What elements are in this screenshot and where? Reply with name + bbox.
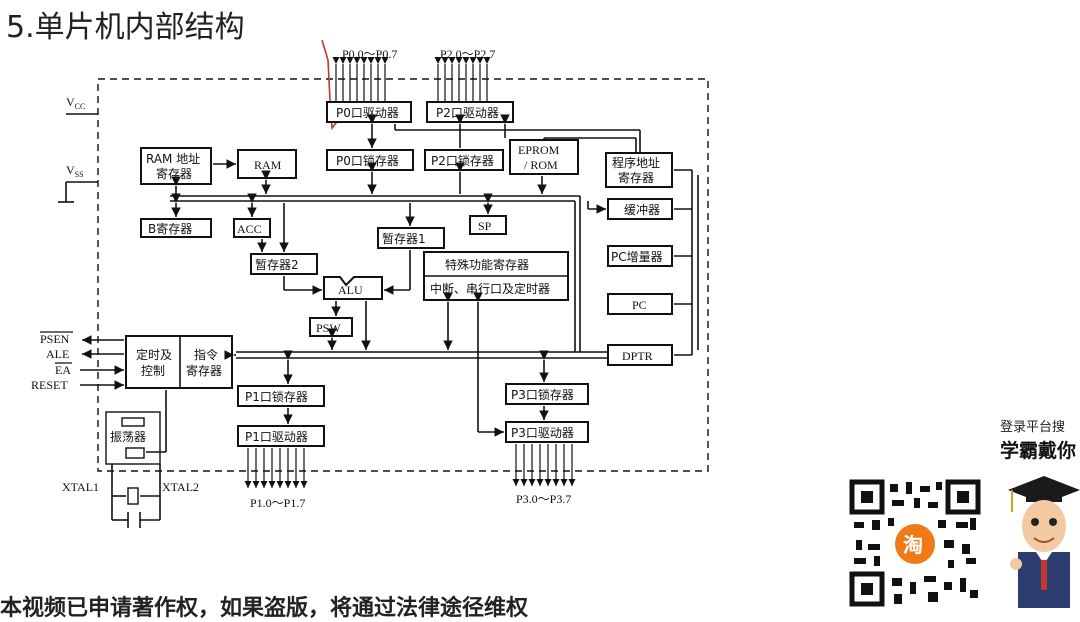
p0-bus-lines <box>332 56 389 102</box>
p0-driver-label: P0口驱动器 <box>336 106 399 120</box>
vss-label: VSS <box>66 163 84 179</box>
p2-latch-label: P2口锁存器 <box>431 153 494 168</box>
p3-bus-lines <box>512 444 576 486</box>
sp-box <box>469 215 507 235</box>
sfr-sub-label: 中断、串行口及定时器 <box>430 281 550 296</box>
page-title: 5.单片机内部结构 <box>6 10 245 45</box>
pc-box <box>607 293 673 315</box>
ale-label: ALE <box>46 347 69 361</box>
watermark-line-2: 学霸戴你 <box>1000 440 1077 462</box>
rom-label: / ROM <box>524 158 558 172</box>
dptr-box <box>607 344 673 366</box>
timing-label-2: 控制 <box>141 364 165 378</box>
acc-label: ACC <box>237 222 262 236</box>
ram-label: RAM <box>254 158 282 172</box>
ram-address-label-1: RAM 地址 <box>146 152 200 166</box>
p1-bus-label: P1.0～P1.7 <box>250 496 305 510</box>
ram-address-label-2: 寄存器 <box>156 166 192 181</box>
instruction-label-1: 指令 <box>194 347 218 362</box>
b-register-box <box>140 218 212 238</box>
watermark-line-1: 登录平台搜 <box>1000 420 1066 435</box>
sp-label: SP <box>478 219 492 233</box>
copyright-notice: 本视频已申请著作权，如果盗版，将通过法律途径维权 <box>0 596 529 621</box>
qr-badge-icon: 淘 <box>903 533 923 557</box>
mascot-graduate-figure <box>1004 468 1080 608</box>
sfr-label: 特殊功能寄存器 <box>445 257 529 272</box>
oscillator-label: 振荡器 <box>110 430 146 444</box>
p1-driver-box <box>237 425 325 447</box>
ea-label: EA <box>55 363 71 377</box>
pc-label: PC <box>632 298 647 312</box>
eprom-label: EPROM <box>518 143 560 157</box>
p3-latch-label: P3口锁存器 <box>511 387 574 402</box>
red-annotation <box>321 39 341 131</box>
program-address-label-2: 寄存器 <box>618 170 654 185</box>
p1-bus-lines <box>244 448 308 488</box>
p2-bus-label: P2.0～P2.7 <box>440 47 495 61</box>
p3-bus-label: P3.0～P3.7 <box>516 492 571 506</box>
p3-latch-box <box>505 383 589 405</box>
p0-bus-label: P0.0～P0.7 <box>342 47 397 61</box>
acc-box <box>233 218 271 238</box>
p2-driver-label: P2口驱动器 <box>436 106 499 120</box>
xtal1-label: XTAL1 <box>62 480 99 494</box>
p3-driver-box <box>505 421 589 443</box>
temp-register-2-label: 暂存器2 <box>255 258 299 272</box>
p0-latch-label: P0口锁存器 <box>336 153 399 168</box>
p1-driver-label: P1口驱动器 <box>245 430 308 444</box>
psen-label: PSEN <box>40 332 70 346</box>
pc-incrementer-label: PC增量器 <box>611 250 663 264</box>
temp-register-1-label: 暂存器1 <box>382 232 426 246</box>
alu-shape <box>323 276 383 300</box>
xtal2-label: XTAL2 <box>162 480 199 494</box>
qr-code[interactable]: 淘 <box>848 478 982 608</box>
p2-bus-lines <box>434 56 491 102</box>
p1-latch-box <box>237 385 325 407</box>
pc-incrementer-box <box>607 245 673 267</box>
chip-boundary <box>97 78 709 472</box>
p1-latch-label: P1口锁存器 <box>245 389 308 404</box>
oscillator-frame <box>105 411 161 465</box>
temp-register-2-box <box>250 253 318 275</box>
timing-control-box <box>125 335 233 389</box>
timing-label-1: 定时及 <box>136 347 172 362</box>
temp-register-1-box <box>377 227 445 249</box>
reset-label: RESET <box>31 378 68 392</box>
psw-label: PSW <box>316 321 341 335</box>
p3-driver-label: P3口驱动器 <box>511 426 574 440</box>
buffer-label: 缓冲器 <box>624 202 660 217</box>
program-address-label-1: 程序地址 <box>612 155 660 170</box>
program-address-register-box <box>605 152 673 188</box>
b-register-label: B寄存器 <box>148 221 192 236</box>
dptr-label: DPTR <box>622 349 653 363</box>
buffer-box <box>607 198 673 220</box>
p2-driver-box <box>426 101 514 123</box>
instruction-label-2: 寄存器 <box>186 363 222 378</box>
alu-label: ALU <box>338 283 363 297</box>
mcu-block-diagram: P0.0～P0.7 P2.0～P2.7 P0口驱动器 P2口驱动器 P0口锁存器… <box>31 39 709 528</box>
vcc-label: VCC <box>66 95 85 111</box>
